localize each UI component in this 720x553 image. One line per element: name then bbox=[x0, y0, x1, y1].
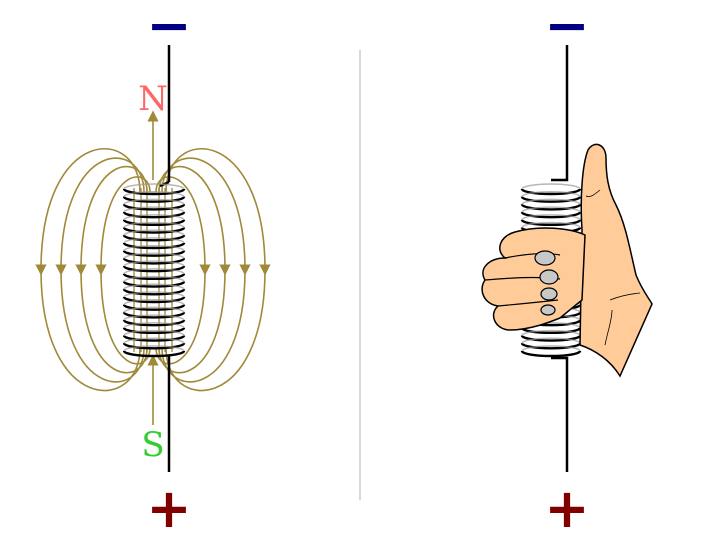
coil-turn-back bbox=[123, 337, 185, 344]
fingernail-3 bbox=[540, 287, 558, 301]
coil-turn-back bbox=[521, 206, 581, 213]
coil-turn-front bbox=[122, 234, 186, 242]
coil-turn-back bbox=[123, 190, 185, 198]
coil-turn-front bbox=[122, 257, 186, 265]
coil-turn-front bbox=[122, 319, 186, 327]
coil-turn-back bbox=[123, 260, 185, 267]
coil-turn-front bbox=[122, 219, 186, 227]
coil-turn-front bbox=[122, 281, 186, 288]
field-line-left-2 bbox=[55, 157, 145, 383]
coil-turn-front bbox=[122, 296, 186, 304]
coil-turn-back bbox=[123, 183, 185, 190]
field-line-left-1 bbox=[35, 148, 141, 392]
solenoid-coil bbox=[122, 183, 186, 358]
palm-thumb bbox=[579, 143, 653, 378]
coil-turn-back bbox=[521, 329, 581, 336]
coil-turn-front bbox=[122, 327, 186, 335]
coil-turn-front bbox=[520, 327, 582, 335]
coil-turn-back bbox=[521, 345, 581, 352]
coil-turn-front bbox=[520, 335, 582, 342]
wire-bottom-right bbox=[551, 356, 569, 472]
coil-turn-front bbox=[122, 350, 186, 358]
field-line-right-2 bbox=[161, 157, 251, 383]
fingernail-2 bbox=[539, 269, 559, 285]
coil-turn-front bbox=[122, 273, 186, 281]
coil-turn-front bbox=[520, 219, 582, 227]
coil-turn-back bbox=[521, 221, 581, 228]
coil-turn-back bbox=[123, 198, 185, 205]
hand-lines bbox=[585, 189, 641, 346]
coil-turn-front bbox=[520, 211, 582, 219]
positive-terminal-right: + bbox=[544, 477, 589, 540]
coil-turn-front bbox=[122, 288, 186, 296]
coil-turn-back bbox=[123, 306, 185, 313]
fingernail-1 bbox=[534, 250, 556, 266]
coil-turn-front bbox=[520, 342, 582, 350]
coil-turn-front bbox=[520, 350, 582, 358]
coil-turn-back bbox=[123, 221, 185, 228]
coil-turn-back bbox=[123, 229, 185, 236]
coil-turn-back bbox=[123, 345, 185, 352]
south-pole-label: S bbox=[141, 425, 164, 465]
coil-turn-front bbox=[122, 342, 186, 350]
field-line-left-4 bbox=[95, 176, 151, 365]
coil-turn-back bbox=[521, 190, 581, 198]
coil-turn-back bbox=[123, 298, 185, 306]
solenoid-field-panel: − + N S bbox=[35, 0, 271, 540]
coil-turn-front bbox=[122, 335, 186, 342]
coil-turn-front bbox=[520, 196, 582, 203]
coil-turn-back bbox=[123, 275, 185, 282]
coil-turn-back bbox=[521, 337, 581, 344]
coil-turn-front bbox=[122, 242, 186, 250]
field-line-right-3 bbox=[158, 165, 231, 374]
coil-turn-front bbox=[122, 250, 186, 257]
coil-turn-back bbox=[521, 214, 581, 221]
coil-turn-front bbox=[520, 203, 582, 211]
coil-turn-back bbox=[123, 291, 185, 298]
fingernail-4 bbox=[540, 304, 556, 316]
coil-turn-back bbox=[123, 252, 185, 259]
coil-turn-front bbox=[122, 311, 186, 319]
hand-grip-panel: − + bbox=[481, 0, 653, 540]
coil-turn-front bbox=[122, 203, 186, 211]
coil-turn-front bbox=[122, 227, 186, 234]
negative-terminal-right: − bbox=[544, 0, 589, 57]
north-pole-label: N bbox=[138, 79, 168, 119]
coil-turn-back bbox=[123, 206, 185, 213]
coil-turn-front bbox=[122, 211, 186, 219]
coil-turn-back bbox=[521, 198, 581, 205]
coil-turn-front bbox=[122, 265, 186, 273]
field-line-right-4 bbox=[155, 176, 211, 365]
coil-turn-back bbox=[123, 214, 185, 221]
coil-turn-front bbox=[122, 196, 186, 203]
coil-turn-back bbox=[123, 314, 185, 321]
right-hand bbox=[481, 143, 653, 378]
field-line-left-3 bbox=[75, 165, 148, 374]
coil-turn-back bbox=[123, 283, 185, 290]
coil-turn-back bbox=[123, 244, 185, 252]
coil-turn-back bbox=[123, 237, 185, 244]
coil-turn-back bbox=[123, 322, 185, 329]
coil-turn-front bbox=[122, 188, 186, 196]
field-line-right-1 bbox=[165, 148, 271, 392]
coil-turn-front bbox=[122, 304, 186, 311]
coil-turn-back bbox=[123, 329, 185, 336]
negative-terminal-left: − bbox=[146, 0, 191, 57]
positive-terminal-left: + bbox=[146, 477, 191, 540]
wire-top-right bbox=[551, 45, 569, 182]
coil-turn-back bbox=[123, 268, 185, 275]
coil-turn-back bbox=[521, 183, 581, 190]
coil-turn-front bbox=[520, 188, 582, 196]
